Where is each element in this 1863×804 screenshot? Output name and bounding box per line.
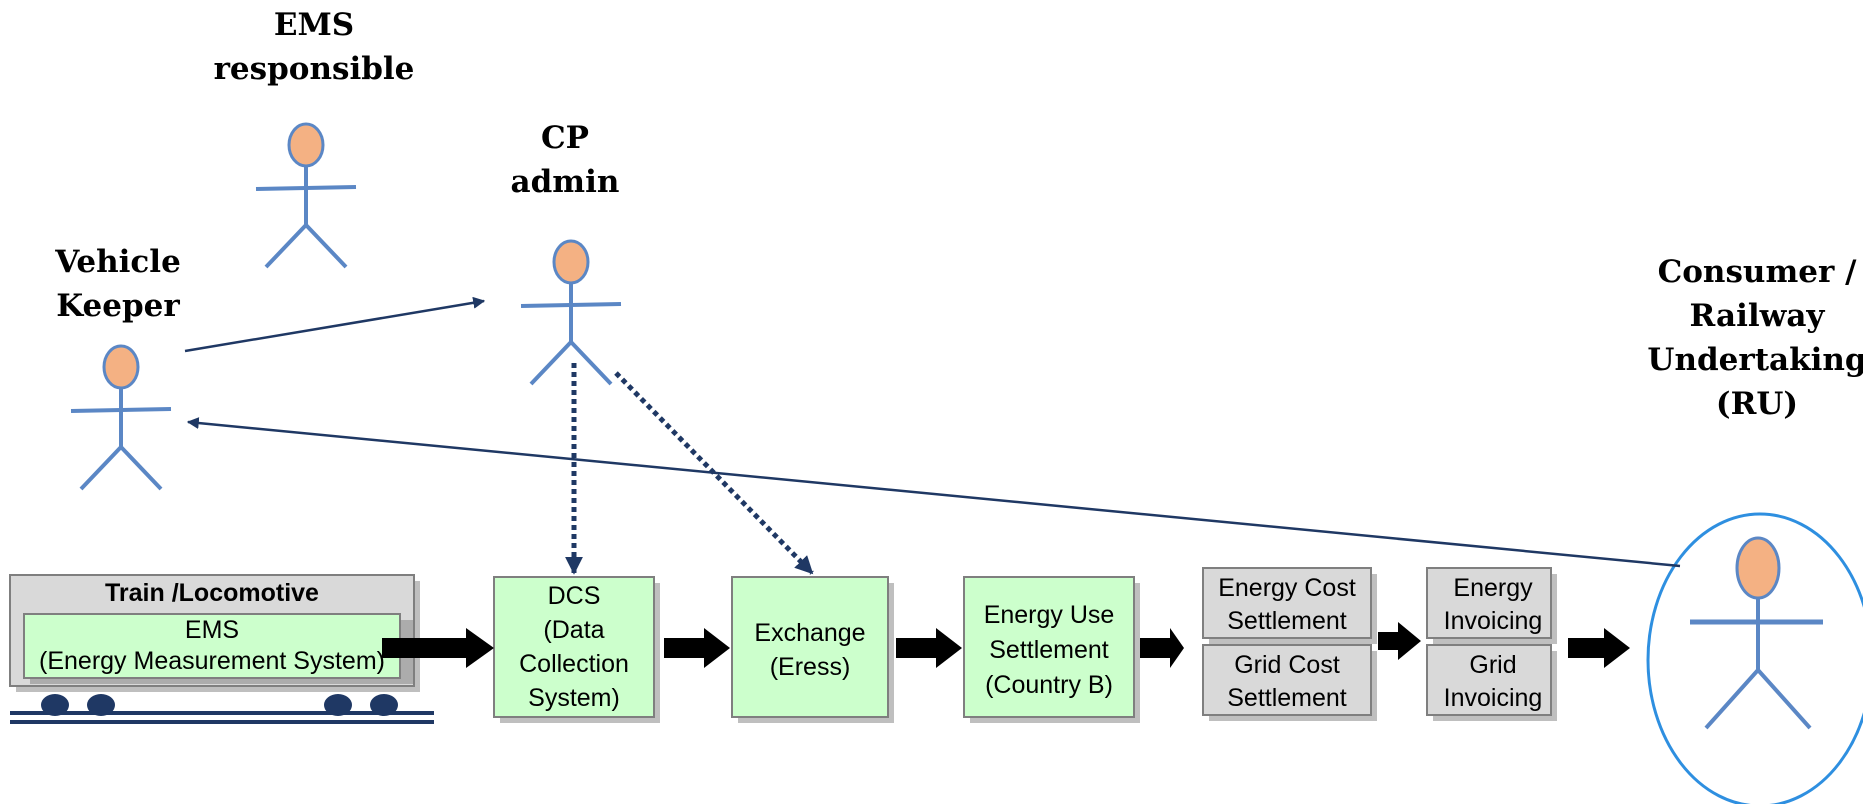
grid-cost-line2: Settlement <box>1227 684 1347 712</box>
actor-label-consumer-2: Railway <box>1690 298 1826 334</box>
actor-label-consumer-1: Consumer / <box>1658 254 1858 290</box>
actor-label-consumer-3: Undertaking <box>1647 342 1863 378</box>
energy-cost-settlement-box: Energy Cost Settlement <box>1202 567 1377 644</box>
energy-cost-line2: Settlement <box>1227 607 1347 635</box>
energy-use-settlement-box: Energy Use Settlement (Country B) <box>963 576 1140 723</box>
energy-invoicing-line2: Invoicing <box>1444 607 1543 635</box>
grid-invoicing-box: Grid Invoicing <box>1426 644 1557 721</box>
energy-invoicing-box: Energy Invoicing <box>1426 567 1557 644</box>
wheel-icon <box>370 694 398 716</box>
block-arrow-icon-exchange-to-energy-use <box>896 628 962 668</box>
dotted-arrow-cp-admin-to-exchange <box>614 371 814 575</box>
ems-description: (Energy Measurement System) <box>39 647 385 675</box>
train-title: Train /Locomotive <box>105 579 319 607</box>
wheel-icon <box>41 694 69 716</box>
wheel-icon <box>87 694 115 716</box>
actor-label-ems-responsible-1: EMS <box>274 7 354 43</box>
dcs-box: DCS (Data Collection System) <box>493 576 660 723</box>
block-arrow-icon-cost-to-invoicing <box>1378 622 1421 660</box>
block-arrow-icon-invoicing-to-consumer <box>1568 628 1630 668</box>
ems-label: EMS <box>185 616 239 644</box>
dcs-line1: DCS <box>548 582 601 610</box>
actor-label-cp-admin-1: CP <box>541 120 589 156</box>
stick-figure-icon-cp-admin <box>519 239 623 386</box>
energy-cost-line1: Energy Cost <box>1218 574 1356 602</box>
actor-label-vehicle-keeper-1: Vehicle <box>54 244 181 280</box>
actor-label-ems-responsible-2: responsible <box>214 51 415 87</box>
grid-invoicing-line1: Grid <box>1469 651 1516 679</box>
dcs-line3: Collection <box>519 650 629 678</box>
grid-invoicing-line2: Invoicing <box>1444 684 1543 712</box>
energy-use-line1: Energy Use <box>984 601 1115 629</box>
dcs-line2: (Data <box>543 616 604 644</box>
block-arrow-icon-ems-to-dcs <box>382 628 494 668</box>
grid-cost-line1: Grid Cost <box>1234 651 1340 679</box>
consumer-highlight-ellipse <box>1646 512 1863 804</box>
train-locomotive: Train /Locomotive EMS (Energy Measuremen… <box>9 574 434 724</box>
arrow-vehicle-keeper-to-cp-admin <box>184 296 486 353</box>
stick-figure-icon-consumer <box>1690 536 1823 730</box>
arrow-consumer-to-vehicle-keeper <box>186 417 1681 568</box>
dcs-line4: System) <box>528 684 620 712</box>
block-arrow-icon-energy-use-to-cost <box>1140 628 1184 668</box>
energy-use-line3: (Country B) <box>985 671 1113 699</box>
block-arrow-icon-dcs-to-exchange <box>664 628 730 668</box>
stick-figure-icon-vehicle-keeper <box>69 344 173 491</box>
stick-figure-icon-ems-responsible <box>254 122 358 269</box>
energy-invoicing-line1: Energy <box>1453 574 1533 602</box>
actor-label-consumer-4: (RU) <box>1716 386 1798 422</box>
energy-use-line2: Settlement <box>989 636 1109 664</box>
exchange-line1: Exchange <box>754 619 865 647</box>
exchange-box: Exchange (Eress) <box>731 576 894 723</box>
exchange-line2: (Eress) <box>770 653 851 681</box>
actor-label-vehicle-keeper-2: Keeper <box>56 288 180 324</box>
grid-cost-settlement-box: Grid Cost Settlement <box>1202 644 1377 721</box>
wheel-icon <box>324 694 352 716</box>
actor-label-cp-admin-2: admin <box>511 164 620 200</box>
